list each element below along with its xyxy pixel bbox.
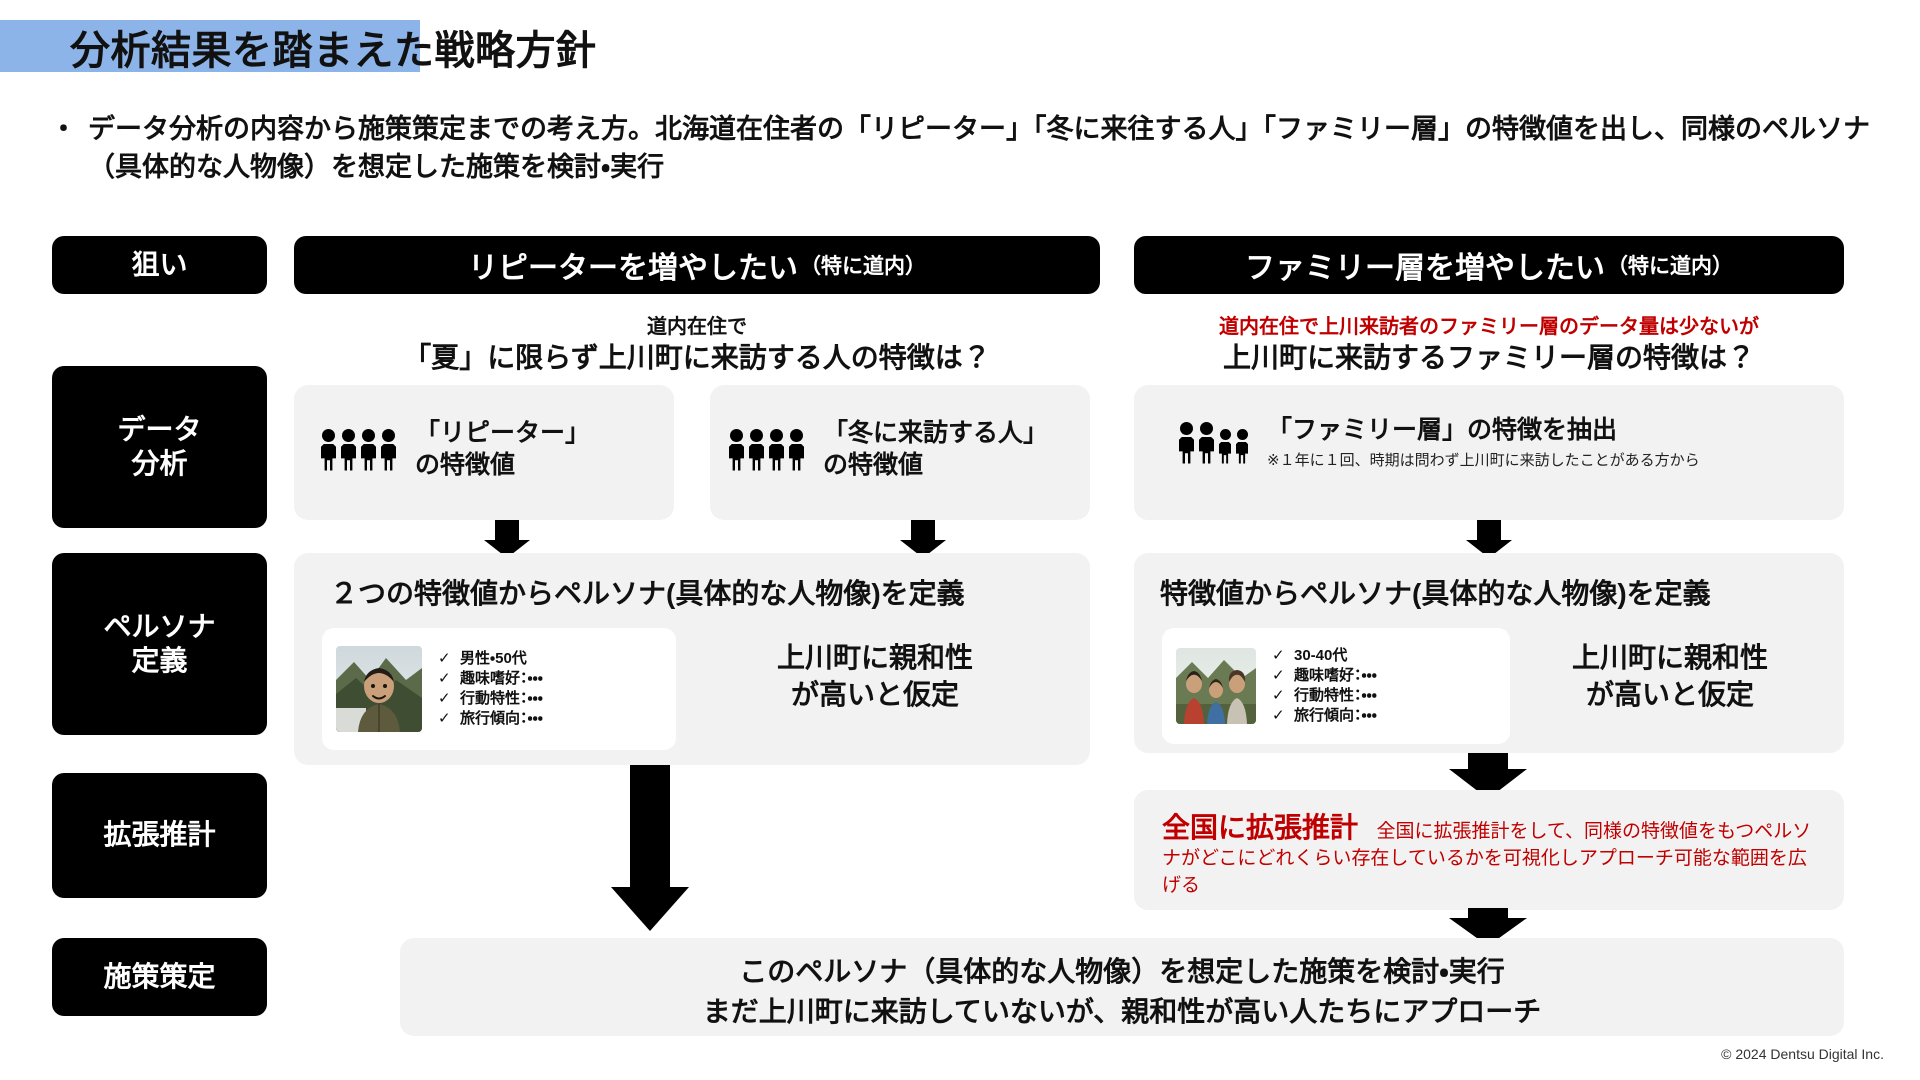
persona-check-right-0: 30-40代 (1294, 646, 1348, 664)
row-label-persona-text: ペルソナ 定義 (103, 610, 215, 678)
row-label-policy-text: 施策策定 (103, 960, 216, 992)
row-label-policy-planning: 施策策定 (52, 938, 267, 1016)
row-label-persona-line1: ペルソナ (103, 610, 216, 642)
assumption-right-line1: 上川町に親和性 (1571, 642, 1768, 673)
data-card-repeater-content: 「リピーター」 の特徴値 (320, 418, 590, 481)
persona-title-right: 特徴値からペルソナ(具体的な人物像)を定義 (1160, 578, 1711, 609)
data-card-family-content: 「ファミリー層」の特徴を抽出 ※１年に１回、時期は問わず上川町に来訪したことがあ… (1178, 415, 1700, 470)
assumption-text-left: 上川町に親和性 が高いと仮定 (690, 640, 1060, 714)
page-title: 分析結果を踏まえた戦略方針 (70, 29, 597, 73)
data-card-winter-content: 「冬に来訪する人」 の特徴値 (728, 418, 1048, 481)
persona-photo-male-50s (336, 646, 422, 732)
persona-check-left-0: 男性・50代 (460, 649, 527, 667)
row-label-data-analysis: データ 分析 (52, 366, 267, 528)
data-card-winter-label-line1: 「冬に来訪する人」 (823, 419, 1049, 447)
column-header-family: ファミリー層を増やしたい（特に道内） (1134, 236, 1844, 294)
assumption-right-line2: が高いと仮定 (1585, 678, 1754, 710)
persona-check-item: ✓ 趣味嗜好：・・・ (438, 670, 543, 687)
persona-check-item: ✓ 男性・50代 (438, 650, 527, 667)
persona-checklist-left: ✓ 男性・50代 ✓ 趣味嗜好：・・・ ✓ 行動特性：・・・ ✓ 旅行傾向：・・・ (438, 649, 543, 729)
persona-check-left-1: 趣味嗜好：・・・ (460, 669, 543, 687)
row-label-expand-text: 拡張推計 (103, 819, 216, 851)
row-label-data-line2: 分析 (131, 448, 188, 479)
policy-line1: このペルソナ（具体的な人物像）を想定した施策を検討・実行 (739, 956, 1505, 987)
persona-check-item: ✓ 旅行傾向：・・・ (1272, 707, 1377, 724)
data-card-winter-label: 「冬に来訪する人」 の特徴値 (823, 418, 1048, 481)
policy-text: このペルソナ（具体的な人物像）を想定した施策を検討・実行 まだ上川町に来訪してい… (400, 952, 1844, 1032)
expansion-title: 全国に拡張推計 (1162, 812, 1359, 843)
persona-check-item: ✓ 旅行傾向：・・・ (438, 710, 543, 727)
row-label-persona-line2: 定義 (131, 645, 188, 676)
assumption-left-line1: 上川町に親和性 (776, 642, 973, 673)
arrow-down-left-to-policy (610, 765, 690, 933)
people-icon (728, 428, 805, 471)
row-label-data-line1: データ (117, 413, 202, 445)
data-card-family-label: 「ファミリー層」の特徴を抽出 (1267, 416, 1618, 444)
data-card-repeater-label-line1: 「リピーター」 (415, 419, 591, 447)
policy-line2: まだ上川町に来訪していないが、親和性が高い人たちにアプローチ (702, 995, 1542, 1027)
column-header-repeater-sub: （特に道内） (800, 255, 926, 278)
lead-paragraph: ・ データ分析の内容から施策策定までの考え方。北海道在住者の「リピーター」「冬に… (50, 110, 1890, 187)
check-icon: ✓ (1272, 707, 1285, 725)
persona-photo-family (1176, 648, 1256, 724)
persona-check-left-3: 旅行傾向：・・・ (460, 710, 543, 728)
data-card-family-note: ※１年に１回、時期は問わず上川町に来訪したことがある方から (1267, 451, 1700, 469)
row-label-expansion-estimate: 拡張推計 (52, 773, 267, 898)
check-icon: ✓ (1272, 666, 1285, 684)
column-header-family-main: ファミリー層を増やしたい (1245, 252, 1605, 285)
question-left-main: 「夏」に限らず上川町に来訪する人の特徴は？ (403, 342, 991, 373)
persona-card-left: ✓ 男性・50代 ✓ 趣味嗜好：・・・ ✓ 行動特性：・・・ ✓ 旅行傾向：・・・ (322, 628, 676, 750)
persona-check-right-2: 行動特性：・・・ (1294, 687, 1377, 704)
question-right-small: 道内在住で上川来訪者のファミリー層のデータ量は少ないが (1219, 316, 1759, 338)
policy-panel (400, 938, 1844, 1036)
persona-checklist-right: ✓ 30-40代 ✓ 趣味嗜好：・・・ ✓ 行動特性：・・・ ✓ 旅行傾向：・・・ (1272, 646, 1377, 726)
persona-check-item: ✓ 趣味嗜好：・・・ (1272, 667, 1377, 684)
column-header-family-sub: （特に道内） (1607, 255, 1733, 278)
check-icon: ✓ (438, 669, 451, 687)
column-header-repeater-main: リピーターを増やしたい (468, 252, 798, 285)
data-card-family-textwrap: 「ファミリー層」の特徴を抽出 ※１年に１回、時期は問わず上川町に来訪したことがあ… (1267, 415, 1700, 470)
check-icon: ✓ (1272, 646, 1285, 664)
assumption-left-line2: が高いと仮定 (790, 678, 959, 710)
check-icon: ✓ (438, 710, 451, 728)
data-card-repeater (294, 385, 674, 520)
persona-check-item: ✓ 行動特性：・・・ (438, 690, 543, 707)
question-left-small: 道内在住で (647, 316, 747, 338)
persona-card-right: ✓ 30-40代 ✓ 趣味嗜好：・・・ ✓ 行動特性：・・・ ✓ 旅行傾向：・・・ (1162, 628, 1510, 744)
data-card-winter-label-line2: の特徴値 (823, 450, 924, 479)
expansion-panel-right (1134, 790, 1844, 910)
persona-check-item: ✓ 30-40代 (1272, 647, 1347, 664)
question-block-left: 道内在住で 「夏」に限らず上川町に来訪する人の特徴は？ (294, 315, 1100, 376)
check-icon: ✓ (438, 690, 451, 707)
question-block-right: 道内在住で上川来訪者のファミリー層のデータ量は少ないが 上川町に来訪するファミリ… (1134, 315, 1844, 376)
persona-check-left-2: 行動特性：・・・ (460, 690, 543, 707)
expansion-content-right: 全国に拡張推計 全国に拡張推計をして、同様の特徴値をもつペルソナがどこにどれくら… (1162, 806, 1822, 900)
row-label-aim-text: 狙い (131, 248, 188, 280)
persona-check-right-3: 旅行傾向：・・・ (1294, 707, 1377, 725)
row-label-aim: 狙い (52, 236, 267, 294)
persona-check-right-1: 趣味嗜好：・・・ (1294, 666, 1377, 684)
check-icon: ✓ (438, 649, 451, 667)
data-card-repeater-label: 「リピーター」 の特徴値 (415, 418, 590, 481)
column-header-repeater: リピーターを増やしたい（特に道内） (294, 236, 1100, 294)
people-icon (1178, 421, 1249, 464)
expansion-body: 全国に拡張推計をして、同様の特徴値をもつペルソナがどこにどれくらい存在しているか… (1162, 821, 1812, 896)
assumption-text-right: 上川町に親和性 が高いと仮定 (1520, 640, 1820, 714)
question-right-main: 上川町に来訪するファミリー層の特徴は？ (1222, 342, 1755, 373)
lead-bullet-marker: ・ (50, 114, 77, 144)
persona-title-left: ２つの特徴値からペルソナ(具体的な人物像)を定義 (330, 578, 965, 609)
persona-check-item: ✓ 行動特性：・・・ (1272, 687, 1377, 704)
title-highlight-band (0, 20, 420, 72)
data-card-repeater-label-line2: の特徴値 (415, 450, 516, 479)
check-icon: ✓ (1272, 687, 1285, 704)
copyright-footer: © 2024 Dentsu Digital Inc. (1721, 1046, 1884, 1062)
lead-text: データ分析の内容から施策策定までの考え方。北海道在住者の「リピーター」「冬に来往… (88, 114, 1870, 183)
people-icon (320, 428, 397, 471)
row-label-data-text: データ 分析 (117, 413, 201, 481)
row-label-persona-definition: ペルソナ 定義 (52, 553, 267, 735)
data-card-family (1134, 385, 1844, 520)
